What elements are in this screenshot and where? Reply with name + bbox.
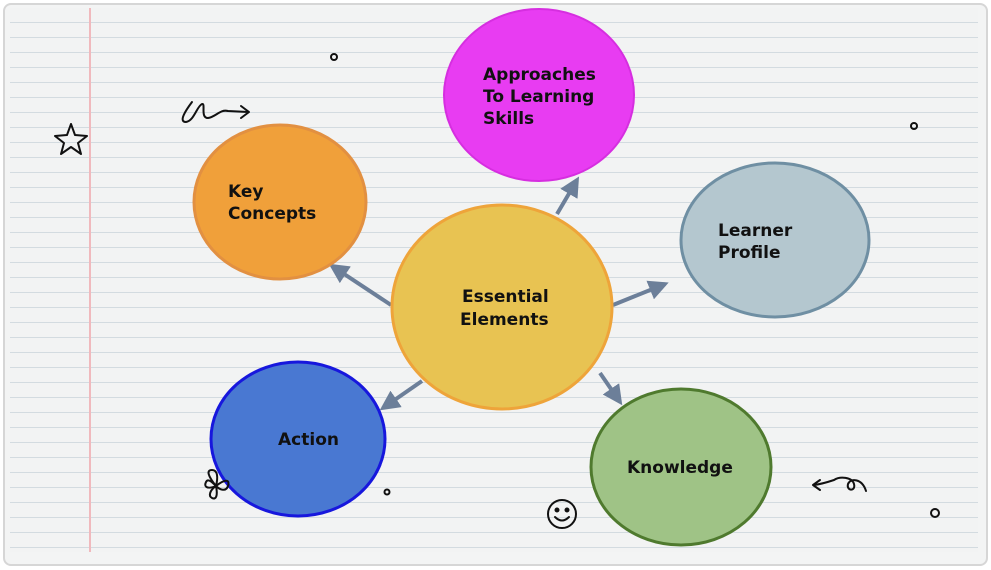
star-icon <box>54 123 88 155</box>
node-approaches-line-2: To Learning <box>483 87 594 107</box>
dot-icon <box>910 122 918 130</box>
node-learner-profile-line-1: Learner <box>718 221 793 241</box>
node-approaches-line-1: Approaches <box>483 65 596 85</box>
arrow-to-action <box>379 379 424 411</box>
node-knowledge: Knowledge <box>589 387 773 547</box>
dot-icon <box>930 508 940 518</box>
node-key-concepts-line-1: Key <box>228 182 264 202</box>
center-line-1: Essential <box>462 287 549 307</box>
dot-icon <box>330 53 338 61</box>
node-knowledge-line-1: Knowledge <box>627 458 733 478</box>
svg-text:Knowledge: Knowledge <box>627 458 733 478</box>
node-action-line-1: Action <box>278 430 339 450</box>
flower-icon <box>204 469 230 500</box>
arrow-to-approaches <box>555 176 580 216</box>
dot-icon <box>383 488 391 496</box>
loop-arrow-icon <box>812 476 867 492</box>
arrows <box>328 176 669 411</box>
node-key-concepts-line-2: Concepts <box>228 204 316 224</box>
doodles <box>54 53 940 529</box>
margin-line <box>89 8 91 552</box>
center-line-2: Elements <box>460 310 549 330</box>
node-approaches-line-3: Skills <box>483 109 534 129</box>
scribble-arrow-icon <box>181 101 250 123</box>
svg-text:Action: Action <box>278 430 339 450</box>
node-learner-profile-line-2: Profile <box>718 243 780 263</box>
arrow-to-learner-profile <box>612 280 669 307</box>
node-action: Action <box>209 360 387 518</box>
smiley-icon <box>547 499 577 529</box>
arrow-to-knowledge <box>598 371 623 406</box>
arrow-to-key-concepts <box>328 263 393 307</box>
